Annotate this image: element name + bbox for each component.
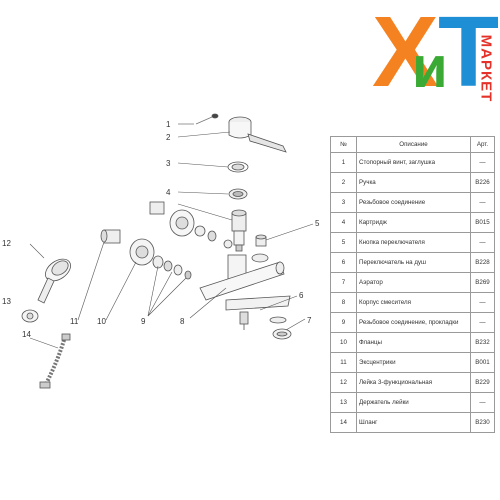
row-desc: Эксцентрики <box>356 352 471 373</box>
row-desc: Резьбовое соединение <box>356 192 471 213</box>
part-13-holder <box>21 309 39 323</box>
row-desc: Лейка 3-функциональная <box>356 372 471 393</box>
header-desc: Описание <box>356 136 471 153</box>
part-5-button <box>255 234 267 247</box>
row-no: 14 <box>330 412 357 433</box>
row-no: 2 <box>330 172 357 193</box>
callout-8: 8 <box>180 317 185 326</box>
callout-13: 13 <box>2 297 11 306</box>
part-6-switch <box>239 311 249 330</box>
logo-subtitle: МАРКЕТ <box>476 22 496 118</box>
row-art: — <box>470 312 495 333</box>
row-art: B269 <box>470 272 495 293</box>
row-desc: Корпус смесителя <box>356 292 471 313</box>
part-11-eccentric <box>100 229 121 244</box>
row-no: 5 <box>330 232 357 253</box>
callout-5: 5 <box>315 219 320 228</box>
row-art: — <box>470 152 495 173</box>
callout-1: 1 <box>166 120 171 129</box>
parts-table-header: № Описание Арт. <box>330 136 495 153</box>
row-desc: Аэратор <box>356 272 471 293</box>
logo-letter-t: Т <box>438 0 500 108</box>
row-no: 8 <box>330 292 357 313</box>
callout-4: 4 <box>166 188 171 197</box>
row-no: 3 <box>330 192 357 213</box>
part-3-thread <box>227 161 249 200</box>
row-desc: Кнопка переключателя <box>356 232 471 253</box>
row-art: — <box>470 232 495 253</box>
leader-lines <box>29 123 314 349</box>
row-art: B232 <box>470 332 495 353</box>
callout-10: 10 <box>97 317 106 326</box>
header-art: Арт. <box>470 136 495 153</box>
row-art: — <box>470 392 495 413</box>
callout-2: 2 <box>166 133 171 142</box>
part-10-flange <box>129 238 155 266</box>
row-desc: Ручка <box>356 172 471 193</box>
callout-11: 11 <box>70 317 79 326</box>
row-no: 11 <box>330 352 357 373</box>
logo-letter-x: Х <box>372 0 439 108</box>
row-no: 13 <box>330 392 357 413</box>
row-no: 4 <box>330 212 357 233</box>
logo-letter-i: и <box>412 35 448 100</box>
part-1-screw <box>195 113 219 125</box>
part-8-body <box>199 253 291 311</box>
header-no: № <box>330 136 357 153</box>
row-no: 12 <box>330 372 357 393</box>
callout-3: 3 <box>166 159 171 168</box>
callout-6: 6 <box>299 291 304 300</box>
row-no: 7 <box>330 272 357 293</box>
part-4-cartridge <box>231 209 247 252</box>
brand-logo: Х и Т <box>368 0 500 118</box>
row-no: 10 <box>330 332 357 353</box>
row-no: 6 <box>330 252 357 273</box>
row-art: — <box>470 192 495 213</box>
logo-subtitle-text: МАРКЕТ <box>477 34 495 103</box>
row-art: B015 <box>470 212 495 233</box>
part-eccentric-upper <box>149 201 233 249</box>
callout-7: 7 <box>307 316 312 325</box>
part-2-handle <box>228 116 287 153</box>
row-art: B228 <box>470 252 495 273</box>
callout-9: 9 <box>141 317 146 326</box>
row-art: B226 <box>470 172 495 193</box>
row-desc: Фланцы <box>356 332 471 353</box>
row-desc: Стопорный винт, заглушка <box>356 152 471 173</box>
row-art: B001 <box>470 352 495 373</box>
part-7-aerator <box>269 316 292 340</box>
row-no: 1 <box>330 152 357 173</box>
row-desc: Переключатель на душ <box>356 252 471 273</box>
row-art: — <box>470 292 495 313</box>
part-9-rings <box>152 255 192 280</box>
callout-12: 12 <box>2 239 11 248</box>
row-desc: Резьбовое соединение, прокладки <box>356 312 471 333</box>
part-14-hose <box>39 333 71 389</box>
part-12-shower-head <box>37 258 71 304</box>
row-desc: Шланг <box>356 412 471 433</box>
row-art: B229 <box>470 372 495 393</box>
row-art: B230 <box>470 412 495 433</box>
row-desc: Картридж <box>356 212 471 233</box>
row-no: 9 <box>330 312 357 333</box>
callout-14: 14 <box>22 330 31 339</box>
row-desc: Держатель лейки <box>356 392 471 413</box>
